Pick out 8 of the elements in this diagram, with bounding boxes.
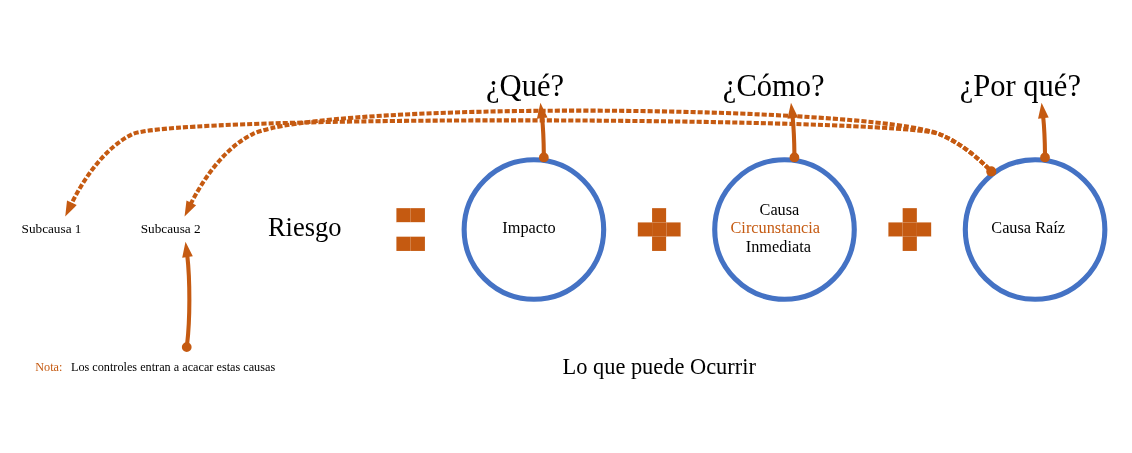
- node-text: ¿Qué?: [486, 68, 565, 103]
- node-text: ¿Cómo?: [722, 68, 825, 103]
- node-text: Nota: Los controles entran a acacar estas causas: [35, 359, 276, 374]
- node-text: Subcausa 2: [140, 220, 201, 236]
- node-text: ¿Por qué?: [959, 68, 1081, 103]
- label: Riesgo: [267, 211, 342, 242]
- label: Lo que puede Ocurrir: [562, 353, 756, 379]
- node-text: Subcausa 1: [21, 220, 82, 236]
